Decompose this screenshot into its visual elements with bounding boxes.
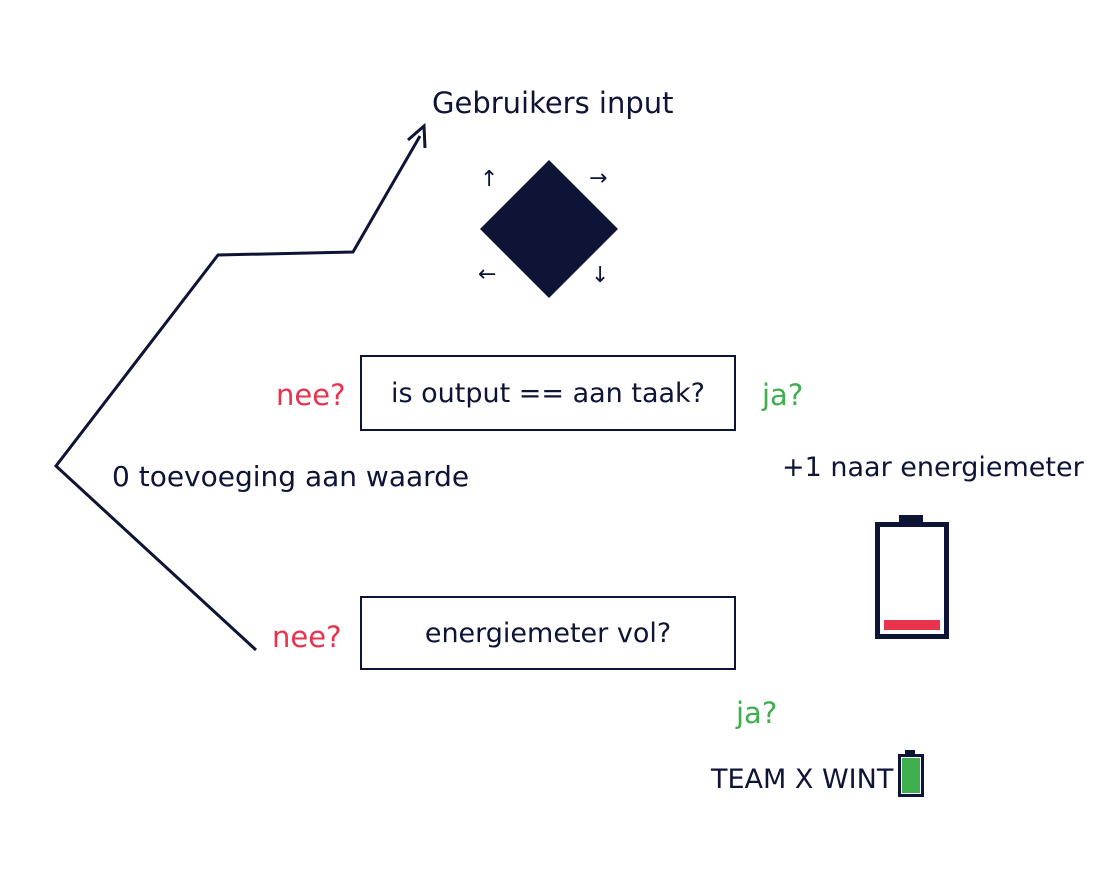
loop-back-path bbox=[53, 135, 422, 652]
task-yes-label: ja? bbox=[762, 378, 804, 412]
energy-yes-label: ja? bbox=[736, 696, 778, 730]
battery-large-icon bbox=[875, 515, 949, 639]
arrow-right-icon: → bbox=[589, 166, 608, 191]
task-no-label: nee? bbox=[276, 378, 346, 412]
battery-small-icon bbox=[898, 750, 924, 797]
task-check-box: is output == aan taak? bbox=[360, 355, 736, 431]
arrow-left-icon: ← bbox=[478, 262, 497, 287]
win-label: TEAM X WINT bbox=[711, 764, 894, 795]
arrow-up-icon: ↑ bbox=[480, 167, 499, 192]
loop-arrowhead bbox=[407, 122, 427, 149]
energy-check-question: energiemeter vol? bbox=[424, 617, 672, 649]
arrow-down-icon: ↓ bbox=[591, 263, 610, 288]
no-addition-label: 0 toevoeging aan waarde bbox=[112, 460, 470, 493]
energy-check-box: energiemeter vol? bbox=[360, 596, 736, 670]
energy-no-label: nee? bbox=[272, 620, 342, 654]
input-label: Gebruikers input bbox=[432, 86, 674, 120]
energy-plus-label: +1 naar energiemeter bbox=[782, 452, 1084, 483]
input-diamond-shape bbox=[480, 160, 618, 298]
task-check-question: is output == aan taak? bbox=[390, 377, 706, 409]
